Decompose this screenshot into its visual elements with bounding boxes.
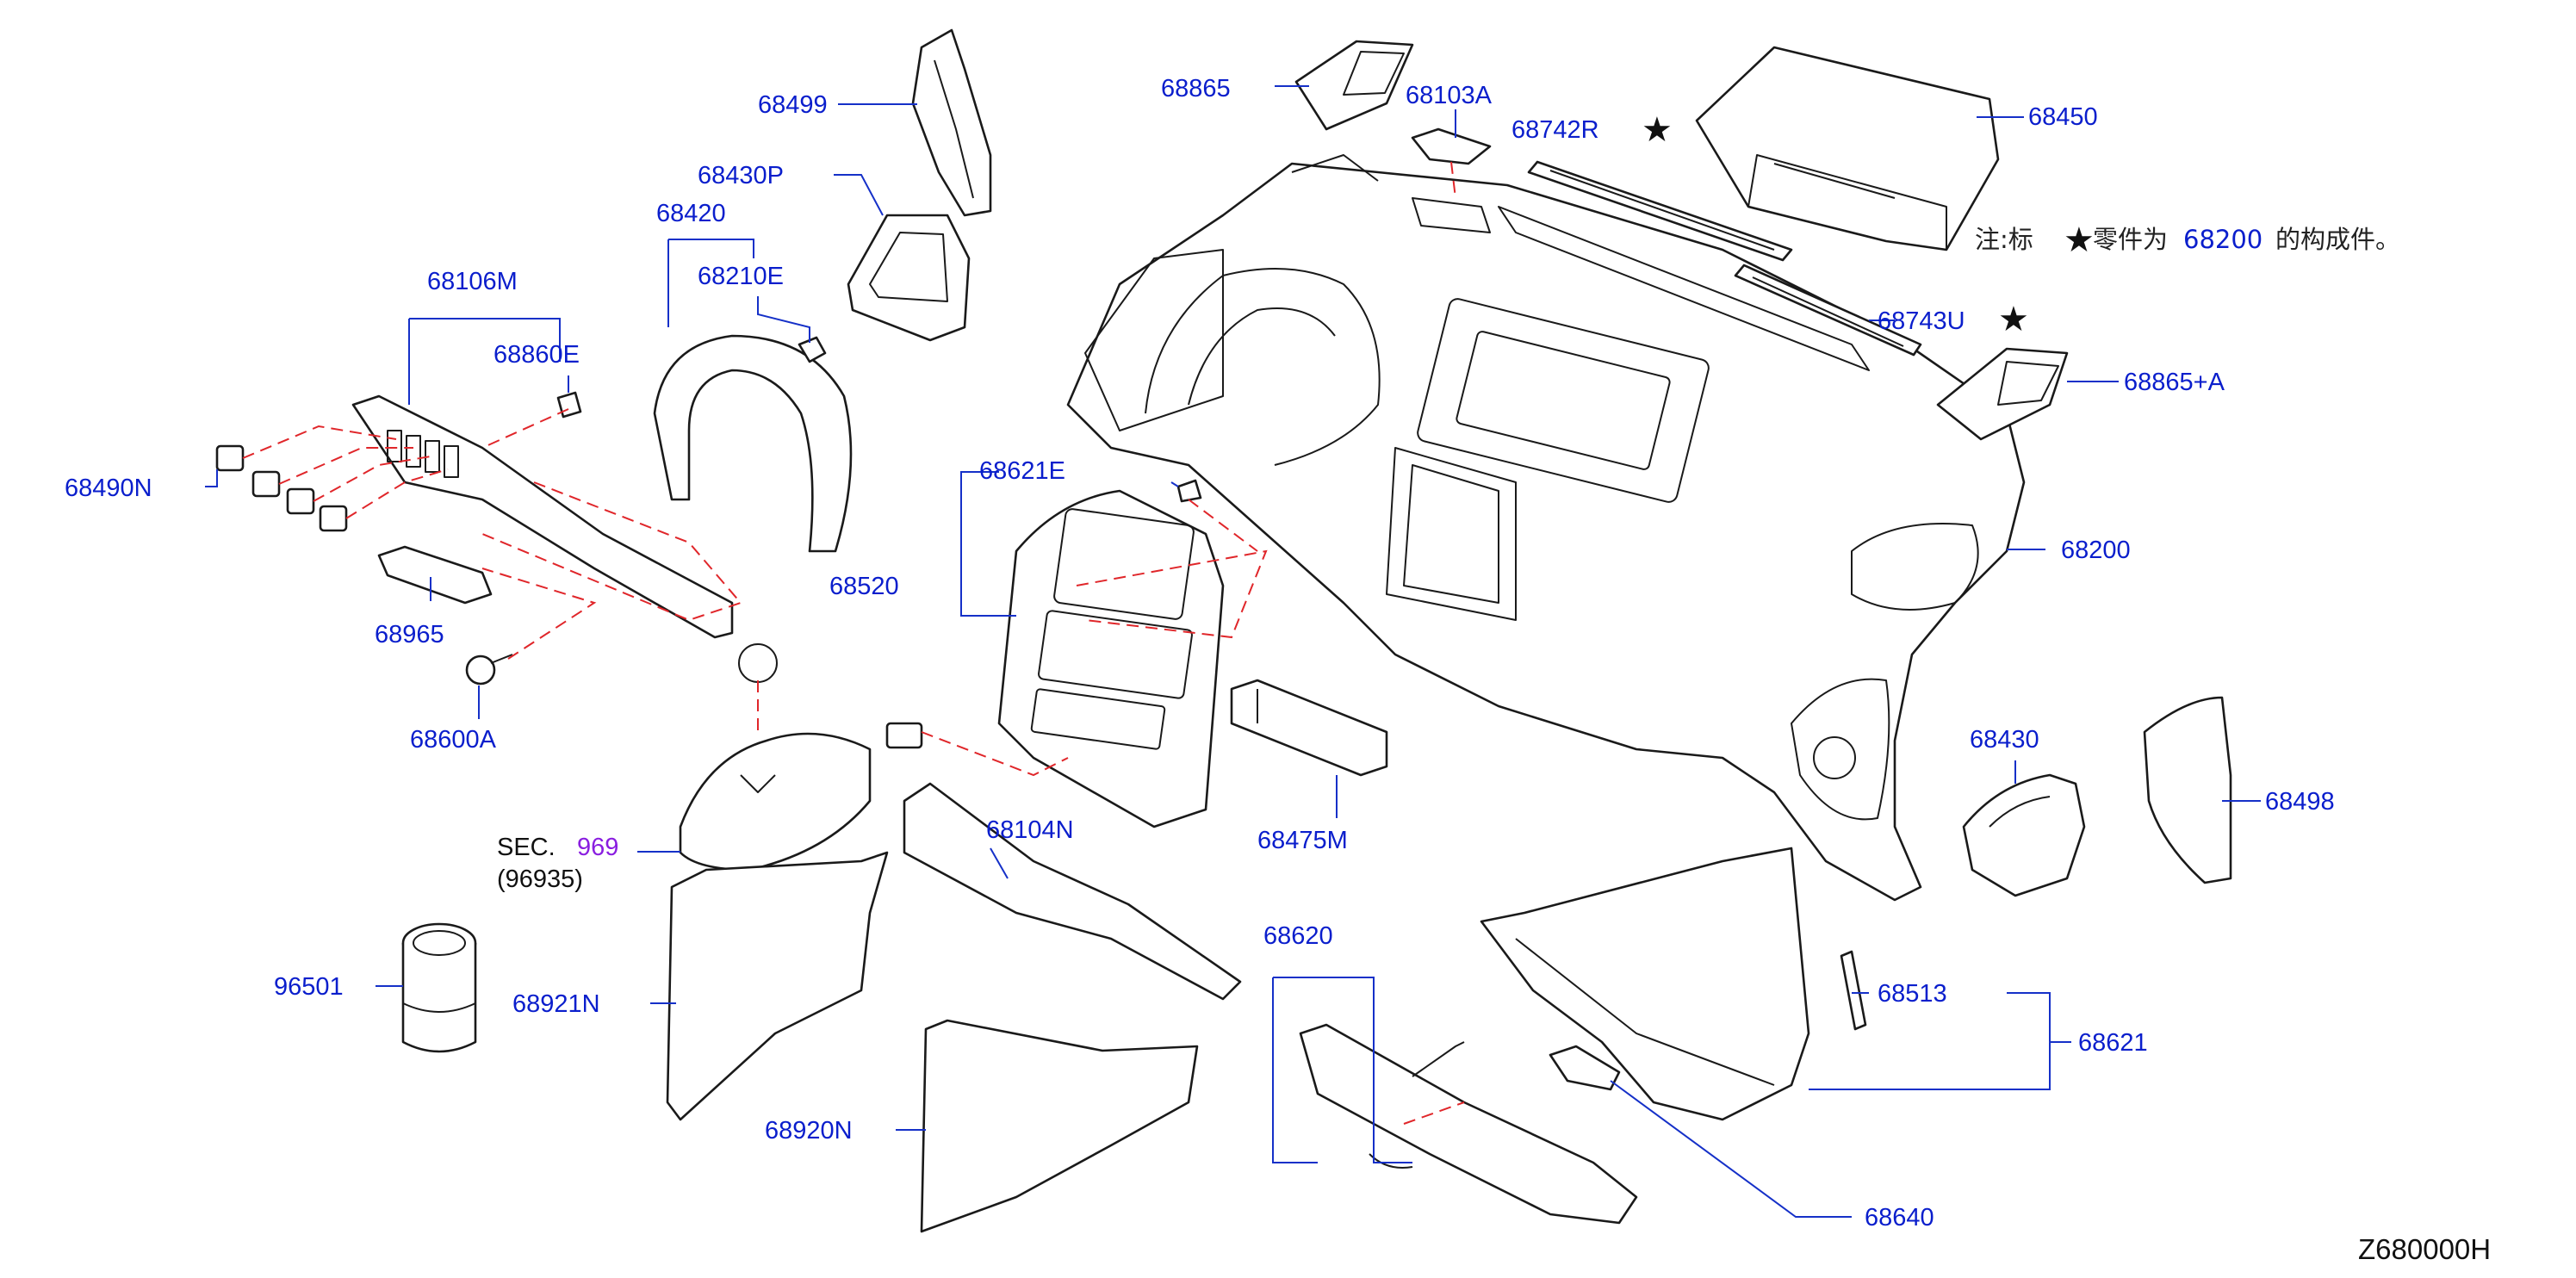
instrument-panel-drawing [1066,154,2026,902]
assembly-dashed-lines [242,161,1465,1125]
label-68475m: 68475M [1257,827,1348,854]
label-68640: 68640 [1865,1204,1934,1231]
note-star-glyph: ★ [2064,220,2095,260]
label-68621: 68621 [2078,1029,2148,1057]
label-68600a: 68600A [410,726,497,754]
label-96501: 96501 [274,973,344,1001]
label-68200: 68200 [2061,537,2131,564]
striker-68640-drawing [1549,1045,1621,1091]
label-68104n: 68104N [986,816,1074,844]
label-68430: 68430 [1970,726,2039,754]
label-68621e: 68621E [979,457,1065,485]
label-68430p: 68430P [698,162,784,189]
label-68742r: 68742R [1511,116,1599,144]
section-sec-label: SEC. [497,834,556,861]
label-68498: 68498 [2265,788,2335,816]
center-cluster-drawing [997,489,1225,828]
diagram-code: Z680000H [2358,1233,2491,1265]
label-68513: 68513 [1878,980,1947,1008]
defroster-grille-right-drawing [1527,160,1793,262]
defroster-grille-drawing [1734,264,1922,357]
leader-lines [205,85,2261,1218]
side-panel-left-drawing [666,851,889,1121]
sensor-cap-drawing [1411,127,1492,165]
glove-box-drawing [1480,847,1810,1121]
section-number-link[interactable]: 969 [577,834,618,861]
side-finisher-drawing [2143,696,2232,884]
side-panel-right-drawing [920,1019,1199,1233]
label-68106m: 68106M [427,268,518,295]
clip-68210e-drawing [798,336,827,363]
note-prefix: 注:标 [1975,225,2033,254]
label-68865: 68865 [1161,75,1231,102]
switch-blanks-drawing [215,444,348,532]
damper-68513-drawing [1840,950,1867,1031]
clip-68621e-drawing [1176,479,1202,503]
label-68520: 68520 [829,573,899,600]
note-suffix: 的构成件。 [2275,225,2400,254]
star-marker-68743u: ★ [1998,300,2029,339]
clip-68860e-drawing [556,391,582,419]
label-68865a: 68865+A [2124,369,2225,396]
section-reference: SEC. 969 (96935) [497,834,618,893]
label-68743u: 68743U [1878,307,1965,335]
cup-holder-drawing [401,922,477,1053]
label-68490n: 68490N [65,475,152,502]
label-68860e: 68860E [493,341,580,369]
vent-finisher-left-drawing [847,214,971,342]
bracket-68965-drawing [377,545,493,605]
upper-lid-drawing [1695,46,2000,251]
label-68499: 68499 [758,91,828,119]
part-labels: 68499 68865 68103A 68742R ★ 68450 68430P… [65,75,2335,1231]
left-vent-housing-drawing [911,28,992,217]
label-68965: 68965 [375,621,444,648]
label-68920n: 68920N [765,1117,853,1145]
note-middle: 零件为 [2093,225,2168,254]
screw-68600a-drawing [465,654,513,686]
side-vent-right-drawing [1936,347,2069,441]
label-68103a: 68103A [1406,82,1493,109]
label-68620: 68620 [1263,922,1333,950]
label-68921n: 68921N [512,990,600,1018]
diagram-note: 注:标 ★ 零件为 68200 的构成件。 [1975,220,2400,260]
side-vent-left-drawing [1294,40,1414,131]
section-sub-number: (96935) [497,865,583,893]
pocket-68475m-drawing [1230,679,1388,777]
vent-finisher-right-drawing [1962,773,2086,897]
label-68420: 68420 [656,200,726,227]
bracket-68104n-drawing [903,782,1242,1001]
label-68210e: 68210E [698,263,784,290]
label-68450: 68450 [2028,103,2098,131]
meter-hood-drawing [653,334,853,553]
cluster-lid-drawing [351,394,734,639]
console-drawing [679,643,923,872]
note-part-ref: 68200 [2183,225,2263,254]
star-marker-68742r: ★ [1642,110,1673,150]
